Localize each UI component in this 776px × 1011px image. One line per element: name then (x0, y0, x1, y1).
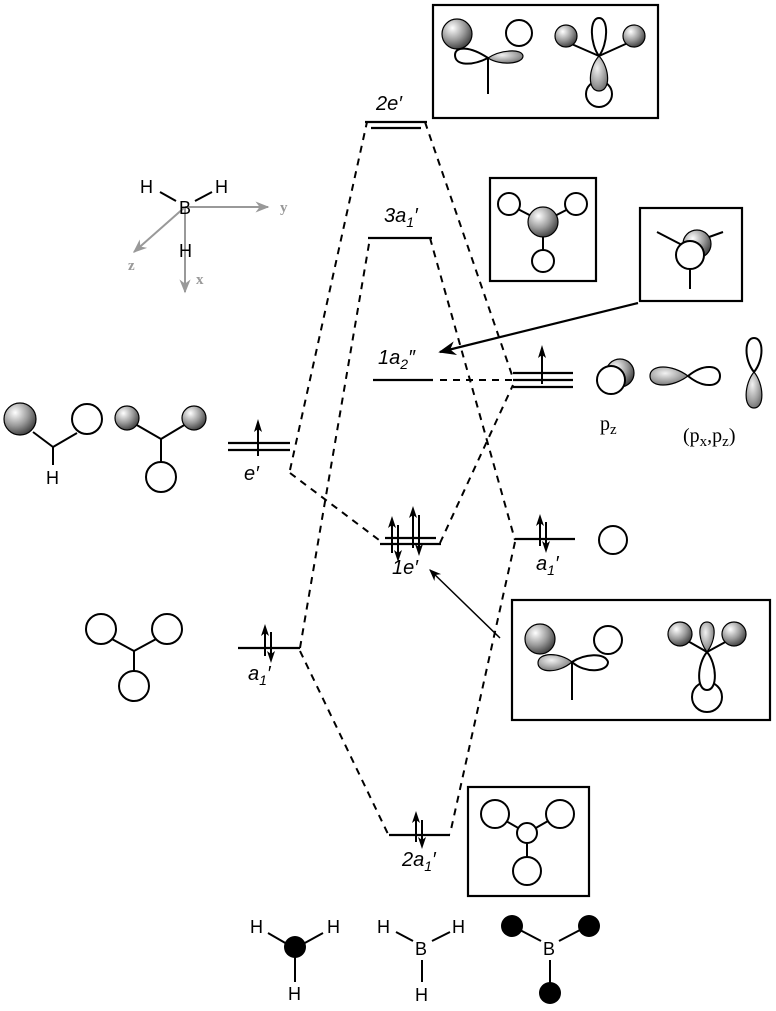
h3-e-orbital-1: H (3, 402, 103, 488)
electron-pair (536, 514, 550, 553)
box-2a1-prime-orbital (466, 785, 591, 898)
box-1a2-double-prime-orbital (638, 206, 744, 303)
right-a1-prime-level: a1′ (515, 514, 575, 578)
dashed-line (424, 121, 514, 379)
atom-h: H (140, 177, 153, 197)
bond (159, 191, 177, 202)
level-label: 2e (375, 93, 398, 115)
atom-h: H (327, 917, 340, 937)
axes-inset: H H B H y x z (128, 177, 288, 294)
dashed-line (429, 237, 516, 541)
bond (194, 191, 213, 202)
box-3a1-prime-orbital (488, 176, 598, 283)
svg-text:1a2″: 1a2″ (378, 347, 416, 372)
atom-b: B (543, 939, 555, 959)
level-label: 3a (384, 205, 406, 227)
dashed-line (299, 237, 371, 649)
level-label: 2a (401, 849, 424, 871)
atom-h: H (46, 468, 59, 488)
x-axis-label: x (196, 272, 204, 288)
pxpz-label: (px,pz) (683, 425, 736, 450)
level-label: 1a (378, 347, 400, 369)
h3-e-orbital-2 (114, 405, 207, 493)
svg-text:e′: e′ (244, 463, 260, 485)
svg-text:a1′: a1′ (248, 663, 272, 688)
left-a1-prime-level: a1′ (238, 624, 300, 688)
pointer-arrow-1e (429, 569, 501, 639)
svg-text:2e′: 2e′ (375, 93, 403, 115)
bottom-bh3-structure: H H B H (377, 917, 465, 1005)
level-2a1-prime: 2a1′ (389, 811, 450, 874)
shaded-orbital (3, 402, 37, 436)
level-label: e (244, 463, 255, 485)
atom-b: B (415, 939, 427, 959)
z-axis-label: z (128, 258, 135, 274)
left-e-prime-level: e′ (228, 419, 290, 485)
electron-pair (261, 624, 275, 663)
svg-text:a1′: a1′ (536, 553, 560, 578)
electron-pair (412, 811, 426, 849)
atom-h: H (452, 917, 465, 937)
electron-pair (409, 506, 423, 556)
pointer-arrow-1a2 (438, 301, 639, 356)
dashed-line (299, 650, 389, 835)
level-1a2-double-prime: 1a2″ (373, 347, 433, 382)
atom-h: H (250, 917, 263, 937)
dashed-line (439, 384, 514, 544)
right-p-level (513, 345, 573, 389)
pz-label: pz (600, 413, 617, 438)
b-s-orbital (598, 525, 628, 555)
atom-h: H (377, 917, 390, 937)
bottom-h3-structure: H H H (250, 917, 340, 1004)
h3-a1-orbital (85, 613, 183, 702)
svg-text:2a1′: 2a1′ (401, 849, 437, 874)
electron-pair (388, 516, 402, 562)
level-label: a (536, 553, 547, 575)
atom-h: H (179, 241, 192, 261)
dashed-line (449, 541, 516, 835)
y-axis-label: y (280, 200, 288, 216)
z-axis-arrow (132, 206, 186, 253)
b-px-orbital (649, 366, 722, 386)
level-3a1-prime: 3a1′ (368, 205, 432, 240)
box-2e-prime-orbitals (431, 3, 660, 120)
box-1e-prime-orbitals (510, 598, 772, 722)
bottom-b-dots-structure: B (501, 915, 600, 1004)
atom-h: H (288, 984, 301, 1004)
open-orbital (71, 403, 103, 435)
b-py-orbital (745, 336, 763, 409)
level-label: 1e (392, 557, 414, 579)
atom-h: H (415, 985, 428, 1005)
level-label: a (248, 663, 259, 685)
b-pz-orbital (596, 358, 635, 395)
svg-text:3a1′: 3a1′ (384, 205, 419, 230)
dashed-line (289, 472, 384, 544)
correlation-lines (289, 121, 516, 835)
level-1e-prime: 1e′ (380, 506, 441, 579)
svg-text:1e′: 1e′ (392, 557, 419, 579)
level-2e-prime: 2e′ (365, 93, 427, 130)
atom-b: B (179, 198, 191, 218)
dashed-line (289, 121, 368, 471)
atom-h: H (215, 177, 228, 197)
